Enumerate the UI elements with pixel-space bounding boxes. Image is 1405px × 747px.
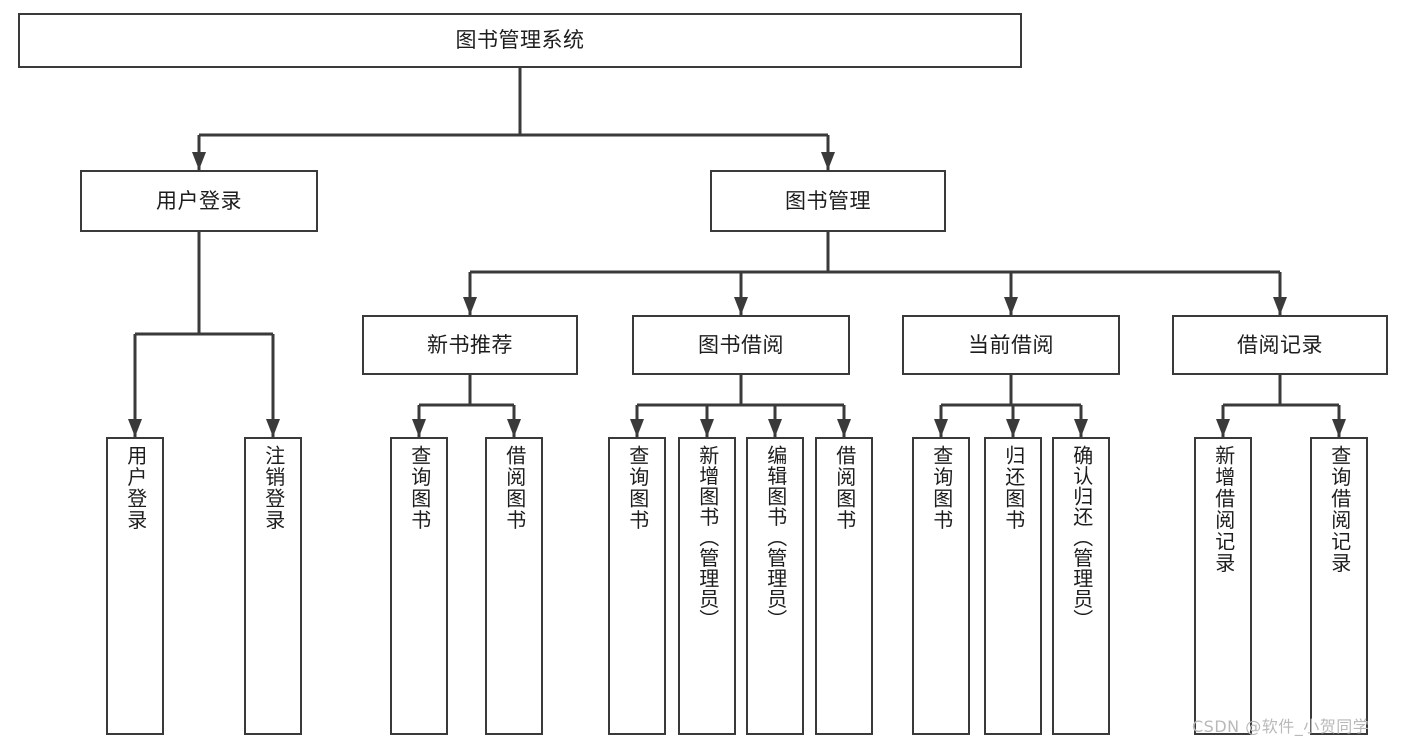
node-current[interactable]: 当前借阅 <box>902 315 1120 375</box>
node-l4[interactable]: 借阅图书 <box>485 437 543 735</box>
node-label: 当前借阅 <box>968 332 1054 357</box>
node-l11[interactable]: 确认归还（管理员） <box>1052 437 1110 735</box>
node-label: 查询图书 <box>407 445 432 531</box>
node-l5[interactable]: 查询图书 <box>608 437 666 735</box>
node-label: 图书管理系统 <box>455 28 585 53</box>
node-l3[interactable]: 查询图书 <box>390 437 448 735</box>
node-label: 查询图书 <box>929 445 954 531</box>
node-label: 新增借阅记录 <box>1211 445 1236 574</box>
node-l1[interactable]: 用户登录 <box>106 437 164 735</box>
node-label: 编辑图书（管理员） <box>763 445 788 630</box>
node-label: 图书借阅 <box>698 332 784 357</box>
node-root[interactable]: 图书管理系统 <box>18 13 1022 68</box>
node-label: 借阅图书 <box>832 445 857 531</box>
node-borrow[interactable]: 图书借阅 <box>632 315 850 375</box>
node-label: 查询借阅记录 <box>1327 445 1352 574</box>
node-label: 借阅记录 <box>1237 332 1323 357</box>
node-l8[interactable]: 借阅图书 <box>815 437 873 735</box>
node-label: 新增图书（管理员） <box>695 445 720 630</box>
node-label: 查询图书 <box>625 445 650 531</box>
watermark: CSDN @软件_小贺同学 <box>1192 717 1370 736</box>
node-label: 新书推荐 <box>427 332 513 357</box>
node-l13[interactable]: 查询借阅记录 <box>1310 437 1368 735</box>
node-label: 注销登录 <box>261 445 286 531</box>
node-label: 用户登录 <box>123 445 148 531</box>
node-login[interactable]: 用户登录 <box>80 170 318 232</box>
node-l7[interactable]: 编辑图书（管理员） <box>746 437 804 735</box>
node-bookmgmt[interactable]: 图书管理 <box>710 170 946 232</box>
node-record[interactable]: 借阅记录 <box>1172 315 1388 375</box>
node-newbook[interactable]: 新书推荐 <box>362 315 578 375</box>
node-label: 图书管理 <box>785 188 871 213</box>
node-l12[interactable]: 新增借阅记录 <box>1194 437 1252 735</box>
node-label: 归还图书 <box>1001 445 1026 531</box>
node-label: 确认归还（管理员） <box>1069 445 1094 630</box>
node-label: 用户登录 <box>156 188 242 213</box>
node-l2[interactable]: 注销登录 <box>244 437 302 735</box>
node-l9[interactable]: 查询图书 <box>912 437 970 735</box>
node-l6[interactable]: 新增图书（管理员） <box>678 437 736 735</box>
node-l10[interactable]: 归还图书 <box>984 437 1042 735</box>
node-label: 借阅图书 <box>502 445 527 531</box>
